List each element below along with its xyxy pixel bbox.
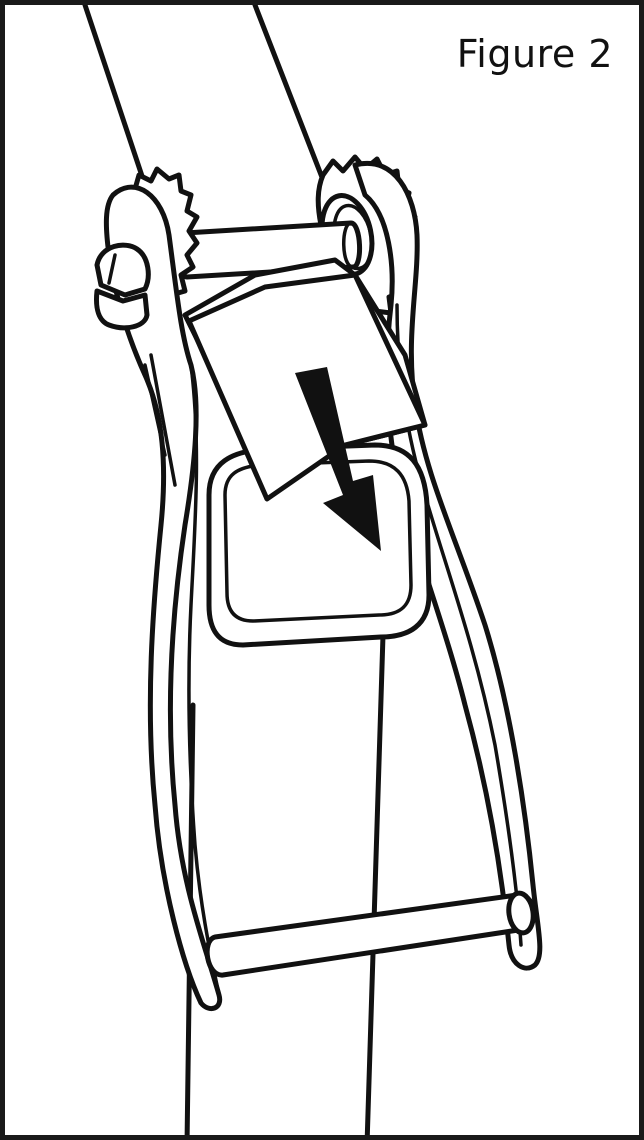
ratchet-strap-illustration [5, 5, 644, 1140]
lower-strap [187, 635, 383, 1140]
handle-plate [209, 445, 429, 645]
release-latch [97, 245, 149, 328]
upper-strap [85, 5, 325, 185]
